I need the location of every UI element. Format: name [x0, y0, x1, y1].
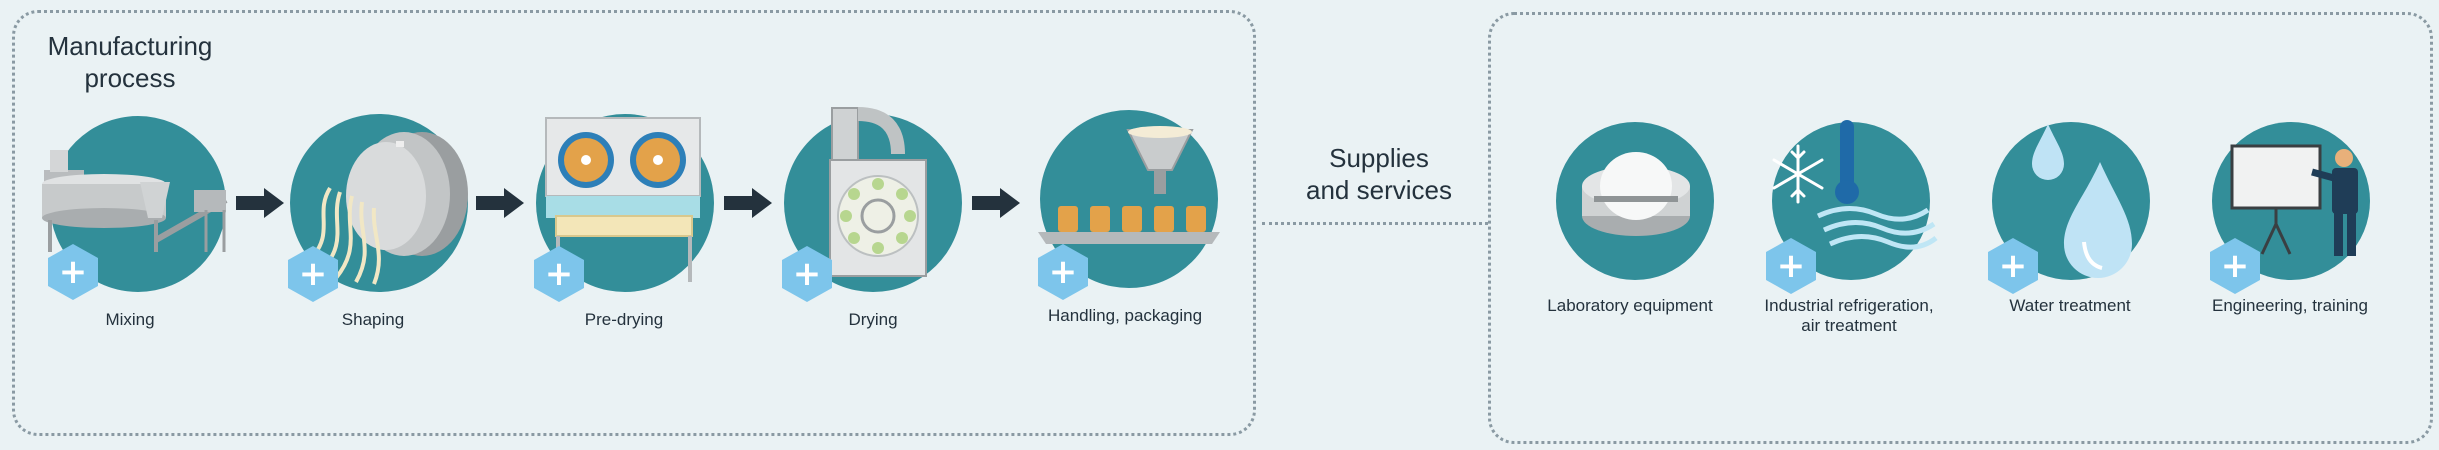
step-label-drying: Drying — [848, 310, 898, 329]
mixer-machine-icon — [42, 150, 228, 252]
step-label-pre-drying: Pre-drying — [584, 310, 664, 329]
flow-arrow-4 — [972, 188, 1020, 218]
packaging-plus-badge[interactable]: + — [1038, 244, 1088, 300]
step-label-shaping: Shaping — [341, 310, 405, 329]
flow-arrow-1 — [236, 188, 284, 218]
manufacturing-process-panel — [12, 10, 1256, 436]
manufacturing-title: Manufacturing process — [47, 31, 213, 93]
packaging-line-icon — [1038, 126, 1220, 244]
supplies-title: Supplies and services — [1306, 143, 1452, 205]
water-drop-icon — [2032, 124, 2132, 278]
supply-label-water-treatment: Water treatment — [2009, 296, 2131, 315]
pre-dryer-fans-icon — [545, 117, 701, 282]
flow-arrow-3 — [724, 188, 772, 218]
lab-equipment-icon — [1582, 152, 1690, 236]
refrigeration-plus-badge[interactable]: + — [1766, 238, 1816, 294]
supply-label-laboratory-equipment: Laboratory equipment — [1547, 296, 1713, 315]
snowflake-thermometer-icon — [1772, 120, 1938, 250]
step-label-mixing: Mixing — [105, 310, 155, 329]
supply-label-industrial-refrigeration: Industrial refrigeration, air treatment — [1764, 296, 1934, 335]
step-label-handling-packaging: Handling, packaging — [1047, 306, 1203, 325]
supply-label-engineering-training: Engineering, training — [2212, 296, 2368, 315]
shaping-plus-badge[interactable]: + — [288, 246, 338, 302]
supplies-services-panel — [1488, 12, 2433, 444]
dryer-drum-icon — [829, 107, 927, 277]
extruder-press-icon — [308, 132, 468, 285]
panel-connector-line — [1262, 222, 1488, 225]
flow-arrow-2 — [476, 188, 524, 218]
presenter-board-icon — [2230, 144, 2358, 256]
water-treatment-plus-badge[interactable]: + — [1988, 238, 2038, 294]
